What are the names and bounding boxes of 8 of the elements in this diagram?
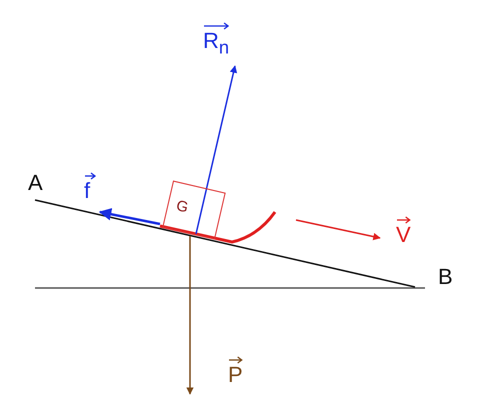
- vector-label: V: [396, 222, 411, 247]
- vector-label: P: [228, 362, 243, 387]
- block-box: [162, 180, 226, 240]
- center-of-mass-label: G: [174, 197, 190, 216]
- point-label: B: [438, 264, 453, 289]
- vector-label: R$_{n}$: [203, 28, 230, 53]
- point-label: A: [28, 170, 43, 195]
- vector-label: f: [84, 178, 90, 203]
